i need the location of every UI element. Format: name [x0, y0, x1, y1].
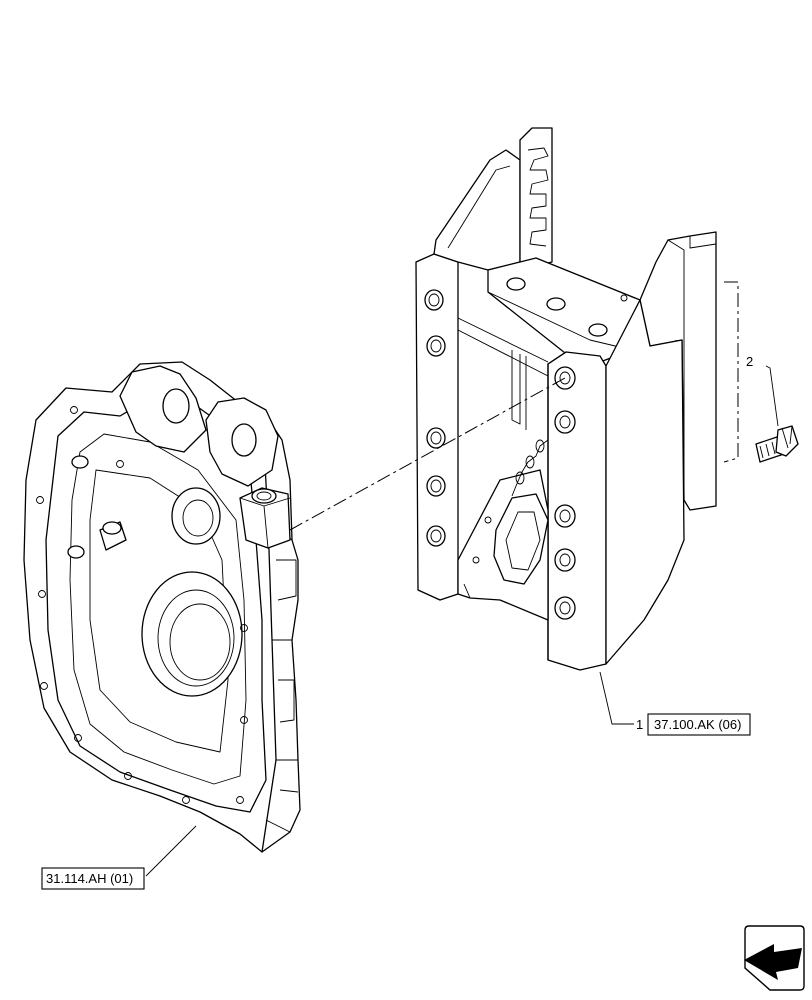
housing-ref-text: 31.114.AH (01) [46, 871, 133, 886]
alignment-line-housing [289, 377, 566, 531]
housing-ref-box [41, 867, 145, 890]
leader-item1 [599, 671, 634, 725]
alignment-line-bolt [723, 281, 739, 463]
item1-ref-box [647, 713, 751, 736]
leader-item2 [765, 365, 779, 427]
item1-number: 1 [636, 717, 643, 732]
next-page-arrow-icon[interactable] [744, 925, 805, 991]
item2-number: 2 [746, 354, 753, 369]
leader-housing [145, 825, 197, 877]
bolt-part [755, 425, 799, 463]
item1-ref-text: 37.100.AK (06) [654, 717, 741, 732]
hitch-frame-part [415, 127, 717, 671]
rear-housing-part [23, 361, 301, 853]
